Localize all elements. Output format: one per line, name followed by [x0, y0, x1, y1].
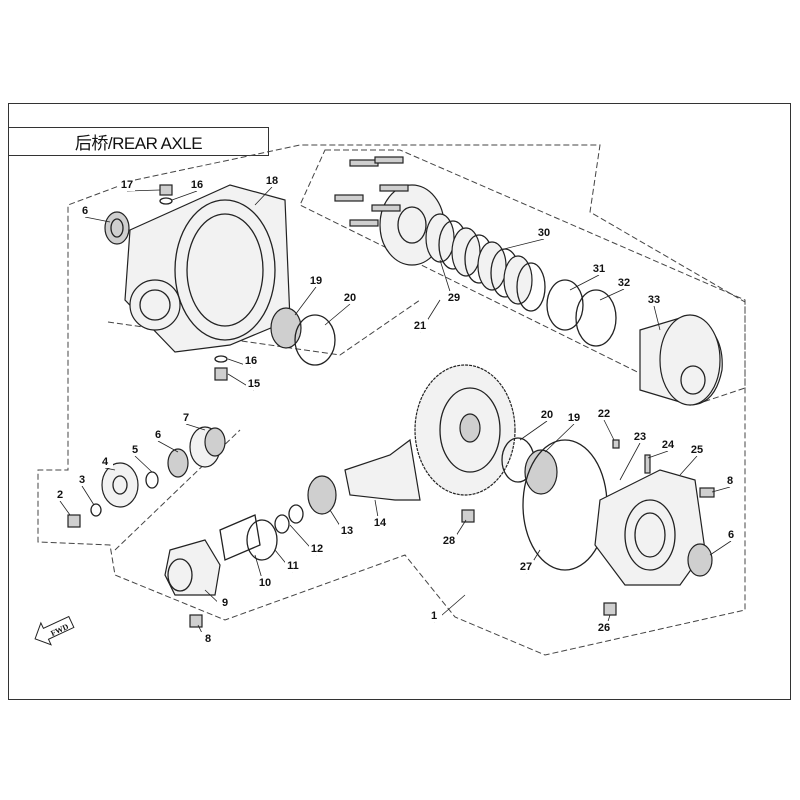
leader-line	[619, 442, 641, 481]
bolt	[334, 194, 364, 202]
leader-line	[544, 423, 575, 453]
part-callout-23[interactable]: 23	[634, 431, 646, 443]
part-callout-22[interactable]: 22	[598, 408, 610, 420]
part-callout-33[interactable]: 33	[648, 294, 660, 306]
part-callout-28[interactable]: 28	[443, 535, 455, 547]
leader-line	[499, 238, 545, 251]
ring-and-pinion-gear	[344, 364, 516, 501]
part-callout-9[interactable]: 9	[222, 597, 228, 609]
part-callout-21[interactable]: 21	[414, 320, 426, 332]
part-callout-6[interactable]: 6	[82, 205, 88, 217]
leader-line	[254, 186, 273, 206]
leader-line	[603, 419, 615, 441]
leader-line	[599, 288, 625, 301]
part-callout-19[interactable]: 19	[568, 412, 580, 424]
part-callout-6[interactable]: 6	[728, 529, 734, 541]
part-callout-17[interactable]: 17	[121, 179, 133, 191]
leader-line	[81, 485, 95, 506]
part-callout-4[interactable]: 4	[102, 456, 109, 468]
bolt	[371, 204, 401, 212]
leader-line	[157, 440, 179, 453]
large-o-ring	[522, 439, 608, 571]
oil-seal	[104, 211, 130, 245]
part-callout-27[interactable]: 27	[520, 561, 532, 573]
leader-line	[185, 423, 206, 431]
part-callout-12[interactable]: 12	[311, 543, 323, 555]
part-callout-10[interactable]: 10	[259, 577, 271, 589]
housing-cover	[594, 469, 706, 586]
leader-line	[709, 540, 732, 556]
flange	[101, 462, 139, 508]
assembly-outline-main	[37, 144, 746, 656]
bolt	[349, 219, 379, 227]
assembly-outline-housing	[107, 299, 421, 356]
part-callout-29[interactable]: 29	[448, 292, 460, 304]
part-callout-30[interactable]: 30	[538, 227, 550, 239]
part-callout-8[interactable]: 8	[205, 633, 211, 645]
part-callout-25[interactable]: 25	[691, 444, 703, 456]
leader-line	[653, 305, 661, 331]
part-callout-8[interactable]: 8	[727, 475, 733, 487]
assembly-outline-differential	[299, 149, 746, 404]
leader-line	[104, 467, 116, 471]
part-callout-16[interactable]: 16	[245, 355, 257, 367]
leader-line	[134, 455, 153, 473]
part-callout-15[interactable]: 15	[248, 378, 260, 390]
leader-line	[711, 486, 731, 493]
part-callout-18[interactable]: 18	[266, 175, 278, 187]
part-callout-14[interactable]: 14	[374, 517, 387, 529]
o-ring	[294, 314, 336, 366]
leader-line	[647, 450, 669, 459]
leader-line	[171, 190, 198, 201]
part-callout-20[interactable]: 20	[344, 292, 356, 304]
part-callout-11[interactable]: 11	[287, 560, 299, 572]
part-callout-20[interactable]: 20	[541, 409, 553, 421]
part-callout-19[interactable]: 19	[310, 275, 322, 287]
part-callout-26[interactable]: 26	[598, 622, 610, 634]
rear-axle-housing	[124, 184, 291, 353]
leader-line	[679, 455, 698, 476]
part-callout-7[interactable]: 7	[183, 412, 189, 424]
bolt	[349, 159, 379, 167]
clutch-plate	[516, 262, 546, 312]
leader-line	[84, 216, 111, 223]
leader-line	[294, 286, 317, 316]
bolt	[374, 156, 404, 164]
leader-line	[324, 303, 351, 326]
bearing	[270, 307, 302, 349]
limited-slip-differential	[334, 156, 723, 406]
part-callout-31[interactable]: 31	[593, 263, 605, 275]
leader-line	[569, 274, 600, 291]
diagram-title: 后桥/REAR AXLE	[8, 127, 269, 156]
bolt	[379, 184, 409, 192]
part-callout-6[interactable]: 6	[155, 429, 161, 441]
part-callout-2[interactable]: 2	[57, 489, 63, 501]
part-callout-3[interactable]: 3	[79, 474, 85, 486]
part-callout-5[interactable]: 5	[132, 444, 138, 456]
part-callout-16[interactable]: 16	[191, 179, 203, 191]
diagram-frame	[8, 103, 791, 700]
part-callout-32[interactable]: 32	[618, 277, 630, 289]
drain-bolt	[214, 367, 228, 381]
part-callout-1[interactable]: 1	[431, 610, 437, 622]
bearing-housing	[164, 539, 221, 596]
leader-line	[519, 420, 548, 441]
part-callout-13[interactable]: 13	[341, 525, 353, 537]
part-callout-24[interactable]: 24	[662, 439, 675, 451]
leader-line	[59, 500, 71, 516]
forward-direction-arrow: FWD	[34, 615, 75, 646]
filler-bolt	[159, 184, 173, 196]
